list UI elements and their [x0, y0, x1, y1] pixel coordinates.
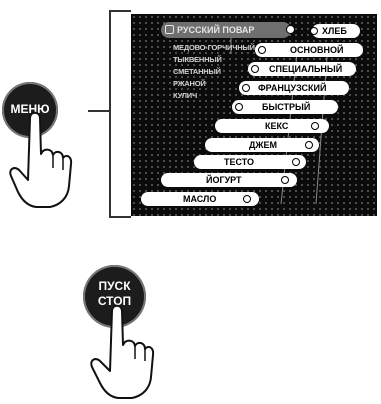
menu-item-yogurt[interactable]: ЙОГУРТ [161, 173, 297, 187]
menu-item-jam[interactable]: ДЖЕМ [205, 138, 319, 152]
menu-item-dot [251, 65, 259, 73]
menu-item-dot [281, 176, 289, 184]
menu-item-dot [235, 103, 243, 111]
menu-item-dot [311, 122, 319, 130]
bracket-bottom [109, 216, 131, 218]
pointing-hand-icon [88, 301, 158, 401]
bread-label[interactable]: ХЛЕБ [312, 24, 360, 38]
menu-item-dot [242, 84, 250, 92]
menu-display-panel: РУССКИЙ ПОВАР ХЛЕБ МЕДОВО-ГОРЧИЧНЫЙ ТЫКВ… [131, 14, 377, 216]
menu-item-special[interactable]: СПЕЦИАЛЬНЫЙ [248, 62, 356, 76]
russian-cook-selector-dot [286, 25, 295, 34]
sub-item-honey-mustard[interactable]: МЕДОВО-ГОРЧИЧНЫЙ [173, 43, 255, 52]
menu-item-dot [258, 46, 266, 54]
menu-item-cake[interactable]: КЕКС [215, 119, 329, 133]
menu-item-french[interactable]: ФРАНЦУЗСКИЙ [239, 81, 349, 95]
start-label: ПУСК [83, 279, 146, 293]
menu-item-dough[interactable]: ТЕСТО [194, 155, 306, 169]
menu-item-butter[interactable]: МАСЛО [141, 192, 259, 206]
menu-item-basic[interactable]: ОСНОВНОЙ [255, 43, 363, 57]
pointing-hand-icon [8, 108, 74, 212]
bread-label-dot [310, 27, 318, 35]
menu-item-quick[interactable]: БЫСТРЫЙ [232, 100, 338, 114]
russian-cook-label[interactable]: РУССКИЙ ПОВАР [161, 22, 291, 38]
menu-item-dot [243, 195, 251, 203]
sub-item-sour-cream[interactable]: СМЕТАННЫЙ [173, 67, 221, 76]
menu-item-dot [305, 141, 313, 149]
connector-line [88, 110, 110, 112]
sub-item-kulich[interactable]: КУЛИЧ [173, 91, 197, 100]
russian-cook-text: РУССКИЙ ПОВАР [177, 25, 254, 35]
bracket-top [109, 10, 131, 12]
bracket-vertical [109, 10, 111, 217]
bread-label-text: ХЛЕБ [322, 24, 347, 38]
chef-icon [165, 25, 174, 34]
sub-item-pumpkin[interactable]: ТЫКВЕННЫЙ [173, 55, 222, 64]
menu-item-dot [292, 158, 300, 166]
sub-item-rye[interactable]: РЖАНОЙ [173, 79, 206, 88]
